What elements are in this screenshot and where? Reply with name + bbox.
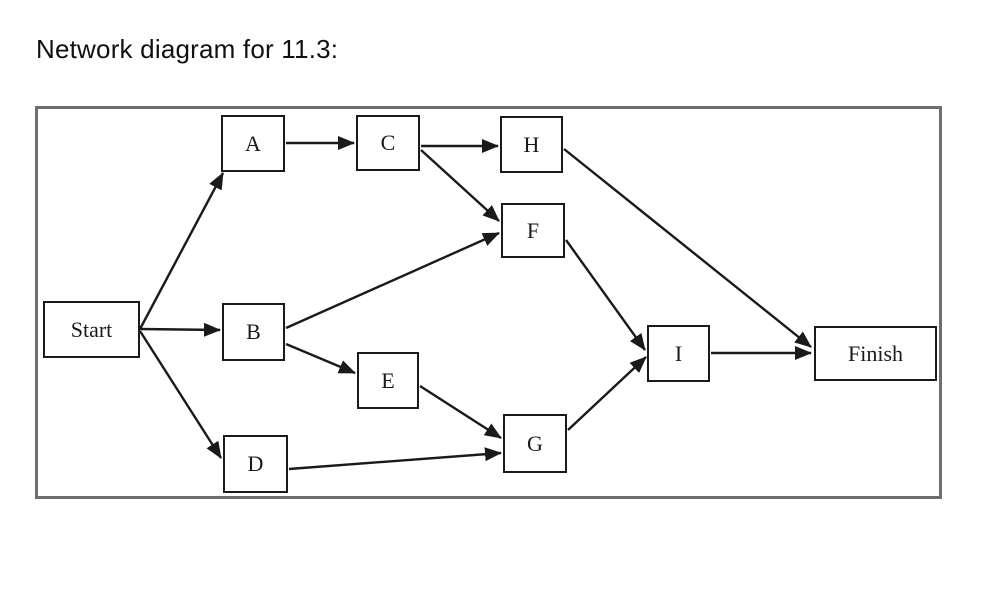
node-label-b: B: [246, 319, 261, 344]
node-a: A: [221, 115, 285, 172]
node-e: E: [357, 352, 419, 409]
node-f: F: [501, 203, 565, 258]
node-label-g: G: [527, 430, 543, 456]
node-h: H: [500, 116, 563, 173]
page-title: Network diagram for 11.3:: [36, 34, 339, 64]
node-label-h: H: [523, 131, 540, 157]
node-label-c: C: [380, 130, 396, 155]
node-d: D: [223, 435, 288, 493]
node-b: B: [222, 303, 285, 361]
node-start: Start: [43, 301, 140, 358]
node-label-f: F: [526, 217, 540, 243]
node-label-d: D: [247, 451, 264, 476]
node-c: C: [356, 115, 420, 171]
node-label-i: I: [674, 340, 683, 366]
node-finish: Finish: [814, 326, 937, 381]
diagram-frame: [35, 106, 942, 499]
node-label-e: E: [381, 367, 395, 393]
node-label-finish: Finish: [847, 340, 904, 366]
node-label-a: A: [245, 130, 261, 156]
node-i: I: [647, 325, 710, 382]
node-g: G: [503, 414, 567, 473]
node-label-start: Start: [70, 316, 113, 342]
